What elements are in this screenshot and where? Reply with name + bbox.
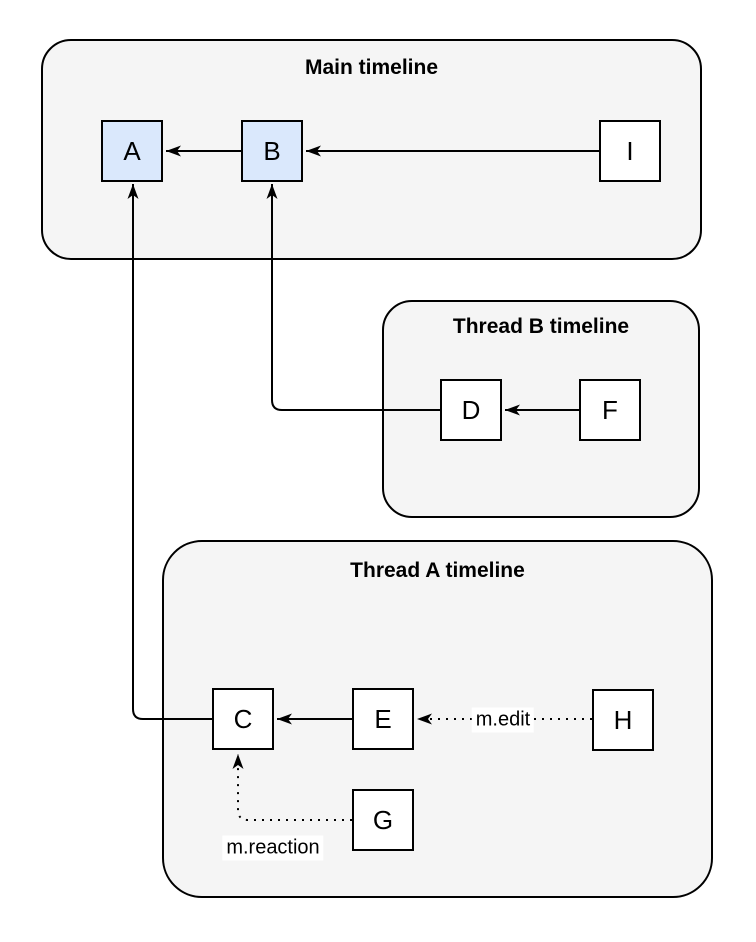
container-title-main: Main timeline <box>304 56 439 79</box>
container-title-thread-a: Thread A timeline <box>350 559 525 582</box>
event-node-f: F <box>579 379 641 441</box>
event-node-e: E <box>352 688 414 750</box>
event-node-d: D <box>440 379 502 441</box>
event-node-d-label: D <box>461 394 481 425</box>
event-node-h-label: H <box>613 704 633 735</box>
event-node-a-label: A <box>123 135 141 166</box>
event-node-e-label: E <box>374 703 392 734</box>
event-node-g-label: G <box>372 804 394 835</box>
event-node-i-label: I <box>626 135 634 166</box>
edge-label-m-edit: m.edit <box>471 707 535 733</box>
container-title-thread-b: Thread B timeline <box>452 315 630 338</box>
container-thread-b-timeline: Thread B timeline <box>382 300 700 518</box>
event-node-c-label: C <box>233 703 253 734</box>
event-node-a: A <box>101 120 163 182</box>
event-node-i: I <box>599 120 661 182</box>
event-node-h: H <box>592 689 654 751</box>
event-node-b-label: B <box>263 135 281 166</box>
event-node-g: G <box>352 789 414 851</box>
event-node-b: B <box>241 120 303 182</box>
edge-label-m-reaction: m.reaction <box>222 835 324 861</box>
event-node-c: C <box>212 688 274 750</box>
event-node-f-label: F <box>602 394 618 425</box>
